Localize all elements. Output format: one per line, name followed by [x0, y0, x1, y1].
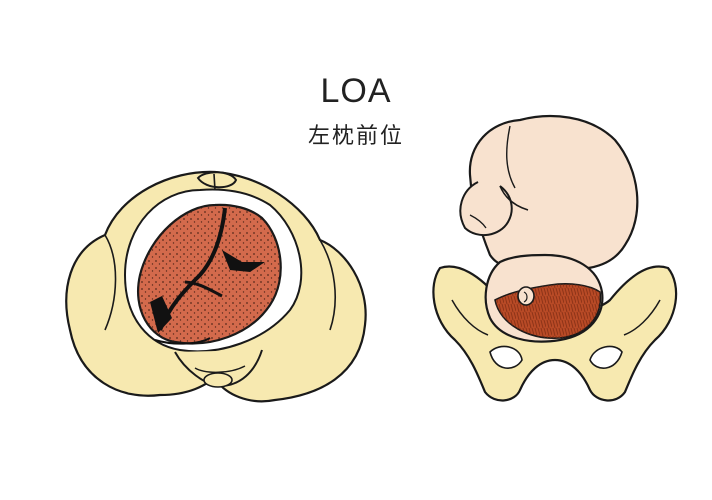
fetal-limb [459, 181, 513, 237]
posterior-fontanelle [222, 250, 265, 272]
left-pelvis-view [65, 170, 367, 403]
anterior-fontanelle [150, 296, 172, 333]
diagram-subtitle: 左枕前位 [307, 124, 404, 149]
fetal-ear [517, 286, 535, 306]
right-fetus-view [432, 115, 678, 402]
diagram-title: LOA [320, 72, 392, 110]
pubic-symphysis [196, 171, 238, 189]
sagittal-suture [158, 207, 227, 331]
